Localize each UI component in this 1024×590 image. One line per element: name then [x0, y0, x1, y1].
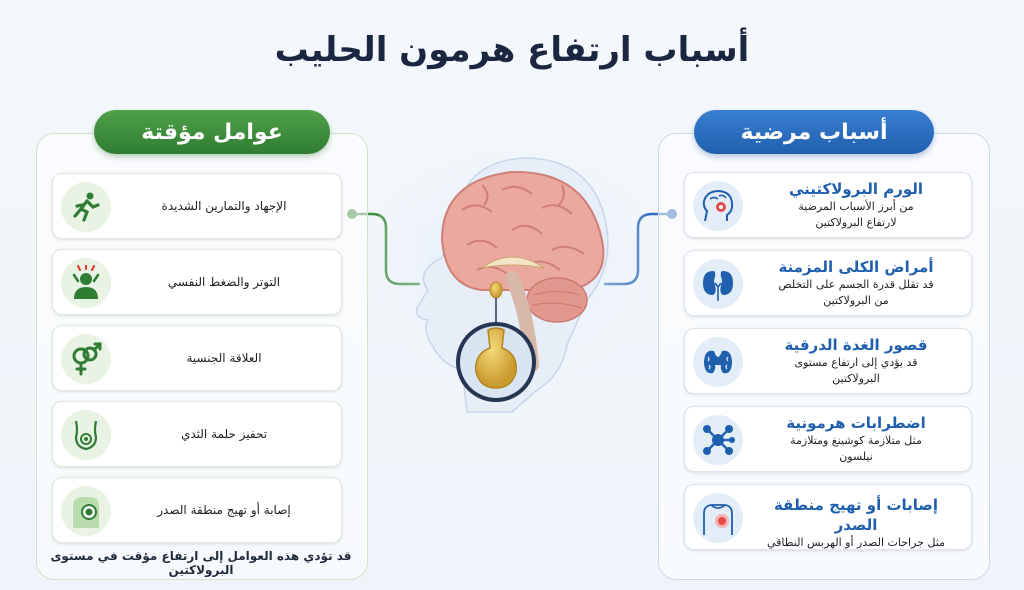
- item-description: البرولاكتين: [832, 372, 880, 385]
- list-item: العلاقة الجنسية: [52, 325, 342, 391]
- medical-causes-heading: أسباب مرضية: [694, 110, 934, 154]
- list-item: تحفيز حلمة الثدي: [52, 401, 342, 467]
- temporary-factors-note: قد تؤدي هذه العوامل إلى ارتفاع مؤقت في م…: [50, 549, 352, 577]
- stressed-person-icon: [61, 258, 111, 308]
- list-item: الورم البرولاكتيني من أبرز الأسباب المرض…: [684, 172, 972, 238]
- item-label: العلاقة الجنسية: [186, 351, 262, 365]
- item-label: تحفيز حلمة الثدي: [180, 427, 268, 441]
- item-label: التوتر والضغط النفسي: [167, 275, 281, 289]
- list-item: اضطرابات هرمونية مثل متلازمة كوشينغ ومتل…: [684, 406, 972, 472]
- item-description: مثل جراحات الصدر أو الهربس النطاقي: [766, 536, 946, 549]
- item-title: إصابات أو تهيج منطقة الصدر: [773, 496, 939, 534]
- item-label: إصابة أو تهيج منطقة الصدر: [157, 503, 291, 517]
- item-title: قصور الغدة الدرقية: [784, 336, 928, 354]
- list-item: قصور الغدة الدرقية قد يؤدي إلى ارتفاع مس…: [684, 328, 972, 394]
- kidneys-icon: [693, 259, 743, 309]
- item-description: مثل متلازمة كوشينغ ومتلازمة: [790, 434, 922, 447]
- temporary-factors-heading: عوامل مؤقتة: [94, 110, 330, 154]
- item-description: نيلسون: [839, 450, 873, 463]
- gender-symbols-icon: [61, 334, 111, 384]
- item-title: الورم البرولاكتيني: [788, 180, 924, 198]
- list-item: إصابات أو تهيج منطقة الصدر مثل جراحات ال…: [684, 484, 972, 550]
- item-title: أمراض الكلى المزمنة: [778, 258, 934, 276]
- chest-injury-icon: [693, 493, 743, 543]
- head-brain-illustration: [362, 150, 662, 413]
- item-title: اضطرابات هرمونية: [786, 414, 926, 432]
- item-description: لارتفاع البرولاكتين: [815, 216, 897, 229]
- list-item: أمراض الكلى المزمنة قد تقلل قدرة الجسم ع…: [684, 250, 972, 316]
- list-item: التوتر والضغط النفسي: [52, 249, 342, 315]
- running-person-icon: [61, 182, 111, 232]
- breast-stimulation-icon: [61, 410, 111, 460]
- item-description: قد تقلل قدرة الجسم على التخلص: [778, 278, 934, 291]
- item-label: الإجهاد والتمارين الشديدة: [161, 199, 287, 213]
- molecule-icon: [693, 415, 743, 465]
- thyroid-icon: [693, 337, 743, 387]
- brain-tumor-icon: [693, 181, 743, 231]
- chest-injury-icon: [61, 486, 111, 536]
- list-item: الإجهاد والتمارين الشديدة: [52, 173, 342, 239]
- item-description: من أبرز الأسباب المرضية: [798, 200, 914, 213]
- item-description: من البرولاكتين: [823, 294, 889, 307]
- list-item: إصابة أو تهيج منطقة الصدر: [52, 477, 342, 543]
- item-description: قد يؤدي إلى ارتفاع مستوى: [794, 356, 918, 369]
- page-title: أسباب ارتفاع هرمون الحليب: [274, 30, 750, 70]
